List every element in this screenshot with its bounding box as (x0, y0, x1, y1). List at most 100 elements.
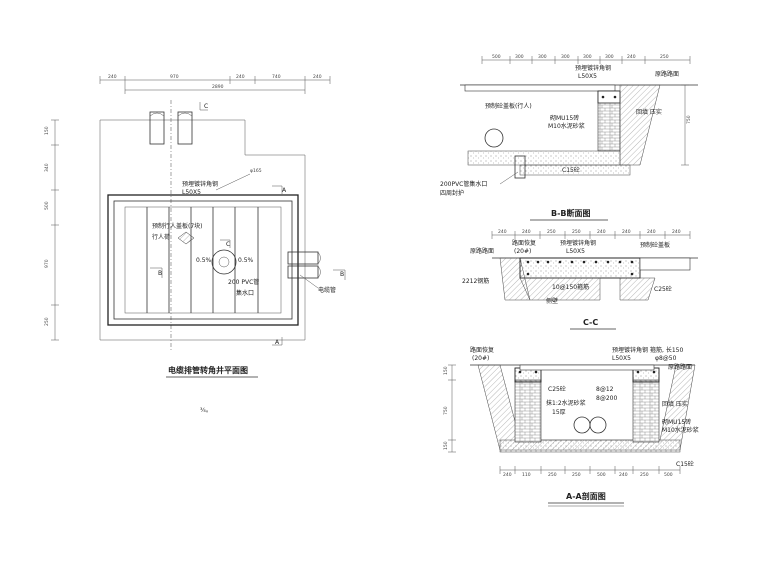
plan-sec-c-label: C (204, 103, 208, 110)
plan-excavation-outline (99, 119, 306, 341)
aa-label-rebar2: φ8@50 (655, 355, 677, 362)
aa-label-mortar2: 15厚 (552, 409, 566, 416)
bb-dim-4: 300 (561, 54, 570, 60)
cc-label-road-restore: 路面恢复 (512, 239, 536, 247)
plan-well-outer (107, 194, 299, 326)
cc-dim-5: 240 (597, 229, 606, 235)
plan-dim-5: 240 (313, 74, 322, 80)
plan-ldim-2: 340 (44, 163, 50, 172)
bb-label-brick: 砌MU15砖 (550, 114, 579, 122)
plan-dim-total: 2890 (212, 84, 224, 90)
plan-pipe-right (287, 251, 321, 279)
plan-sec-a-bot-label: A (275, 339, 280, 346)
bb-cover-slab (464, 84, 616, 92)
plan-title: 电缆排管转角井平面图 (168, 365, 248, 375)
plan-sec-b-left: B (158, 270, 162, 277)
aa-bdim-7: 250 (640, 472, 649, 478)
bb-sump (514, 155, 526, 179)
bb-dim-top: 500 300 300 300 300 300 240 250 (481, 54, 691, 64)
plan-ldim-1: 150 (44, 126, 50, 135)
bb-backfill (619, 84, 661, 166)
cc-dim-4: 250 (572, 229, 581, 235)
aa-label-r2: 8@200 (596, 395, 617, 402)
plan-well-inner (113, 200, 293, 320)
bb-title: B-B断面图 (551, 208, 591, 218)
plan-label-cable: 电缆管 (318, 286, 336, 294)
aa-label-road: 原路路面 (668, 363, 692, 371)
plan-label-cover: 预制行人盖板(7块) (152, 222, 203, 230)
plan-sec-a-top-label: A (282, 187, 287, 194)
bb-label-slab: 预制砼盖板(行人) (485, 102, 532, 110)
aa-label-rebar: 箍筋, 长150 (650, 346, 683, 354)
plan-label-cover2: 行人荷 (152, 233, 170, 241)
aa-ldim-3: 150 (443, 441, 449, 450)
aa-pipe-left (573, 416, 591, 434)
cc-dim-8: 240 (672, 229, 681, 235)
aa-bdim-2: 110 (522, 472, 531, 478)
cc-dim-3: 250 (547, 229, 556, 235)
bb-label-angle: 预埋镀锌角钢 (575, 64, 611, 72)
aa-base (499, 439, 681, 453)
plan-dim-left: 150 340 500 970 250 (44, 119, 59, 341)
plan-sump-circle (211, 249, 237, 275)
aa-label-brick: 砌MU15砖 (662, 418, 691, 426)
cc-label-pipe: 2212钢筋 (462, 277, 489, 285)
plan-dim-3: 240 (236, 74, 245, 80)
plan-sec-c-top (199, 102, 208, 111)
bb-height: 750 (686, 115, 692, 124)
cc-rebars (526, 260, 634, 276)
plan-ldim-3: 500 (44, 201, 50, 210)
aa-label-c25: C25砼 (548, 385, 566, 393)
plan-diamond-marker (177, 231, 195, 245)
cc-label-road-restore2: (20#) (514, 248, 531, 255)
aa-cover (519, 364, 655, 371)
cc-label-concrete: C25砼 (654, 285, 672, 293)
bb-dim-7: 240 (627, 54, 636, 60)
plan-label-slope2: 0.5% (238, 257, 254, 264)
plan-ldim-4: 970 (44, 259, 50, 268)
cc-label-angle: 预埋镀锌角钢 (560, 239, 596, 247)
bb-base (519, 164, 631, 176)
aa-bdim-8: 500 (664, 472, 673, 478)
cc-slab (639, 257, 691, 271)
cc-section: 240 240 250 250 240 240 240 240 路面恢复 (20… (462, 229, 698, 330)
plan-dim-4: 740 (272, 74, 281, 80)
bb-dim-3: 300 (538, 54, 547, 60)
plan-dim-top: 240 970 240 740 240 2890 (99, 74, 331, 94)
plan-pipes-top (149, 100, 193, 350)
bb-dim-8: 250 (660, 54, 669, 60)
bb-label-road: 原路路面 (655, 70, 679, 78)
plan-sec-c-center: C (226, 241, 230, 248)
cc-dim-6: 240 (622, 229, 631, 235)
plan-dim-1: 240 (108, 74, 117, 80)
aa-bdim-1: 240 (503, 472, 512, 478)
plan-sec-a-top (272, 185, 283, 194)
plan-label-hatch: φ165 (250, 168, 262, 174)
aa-label-angle: 预埋镀锌角钢 (612, 346, 648, 354)
bb-label-mortar: M10水泥砂浆 (548, 122, 585, 130)
aa-bdim-5: 500 (597, 472, 606, 478)
plan-scale: ¾。 (200, 407, 212, 414)
bb-label-pvc2: 四周封护 (440, 189, 464, 197)
aa-dim-bottom: 240 110 250 250 500 240 250 500 (499, 466, 681, 478)
cc-dim-1: 240 (498, 229, 507, 235)
bb-pipe (484, 128, 504, 148)
aa-ldim-2: 750 (443, 406, 449, 415)
aa-label-road-restore2: (20#) (472, 355, 489, 362)
bb-label-concrete: C15砼 (562, 166, 580, 174)
plan-label-angle: 预埋镀锌角钢 (182, 180, 218, 188)
cc-label-rebar: 10@150箍筋 (552, 283, 589, 291)
cc-dim-7: 240 (647, 229, 656, 235)
aa-bdim-3: 250 (548, 472, 557, 478)
aa-bdim-6: 240 (619, 472, 628, 478)
bb-dim-6: 300 (605, 54, 614, 60)
cc-wall (519, 277, 601, 301)
aa-wall-right (632, 379, 660, 443)
plan-dim-2: 970 (170, 74, 179, 80)
plan-label-slope1: 0.5% (196, 257, 212, 264)
plan-well-cover-edge (124, 206, 282, 314)
cc-dim-2: 240 (522, 229, 531, 235)
cc-title: C-C (583, 318, 598, 327)
bb-label-angle-size: L50X5 (578, 73, 597, 80)
aa-bdim-4: 250 (572, 472, 581, 478)
